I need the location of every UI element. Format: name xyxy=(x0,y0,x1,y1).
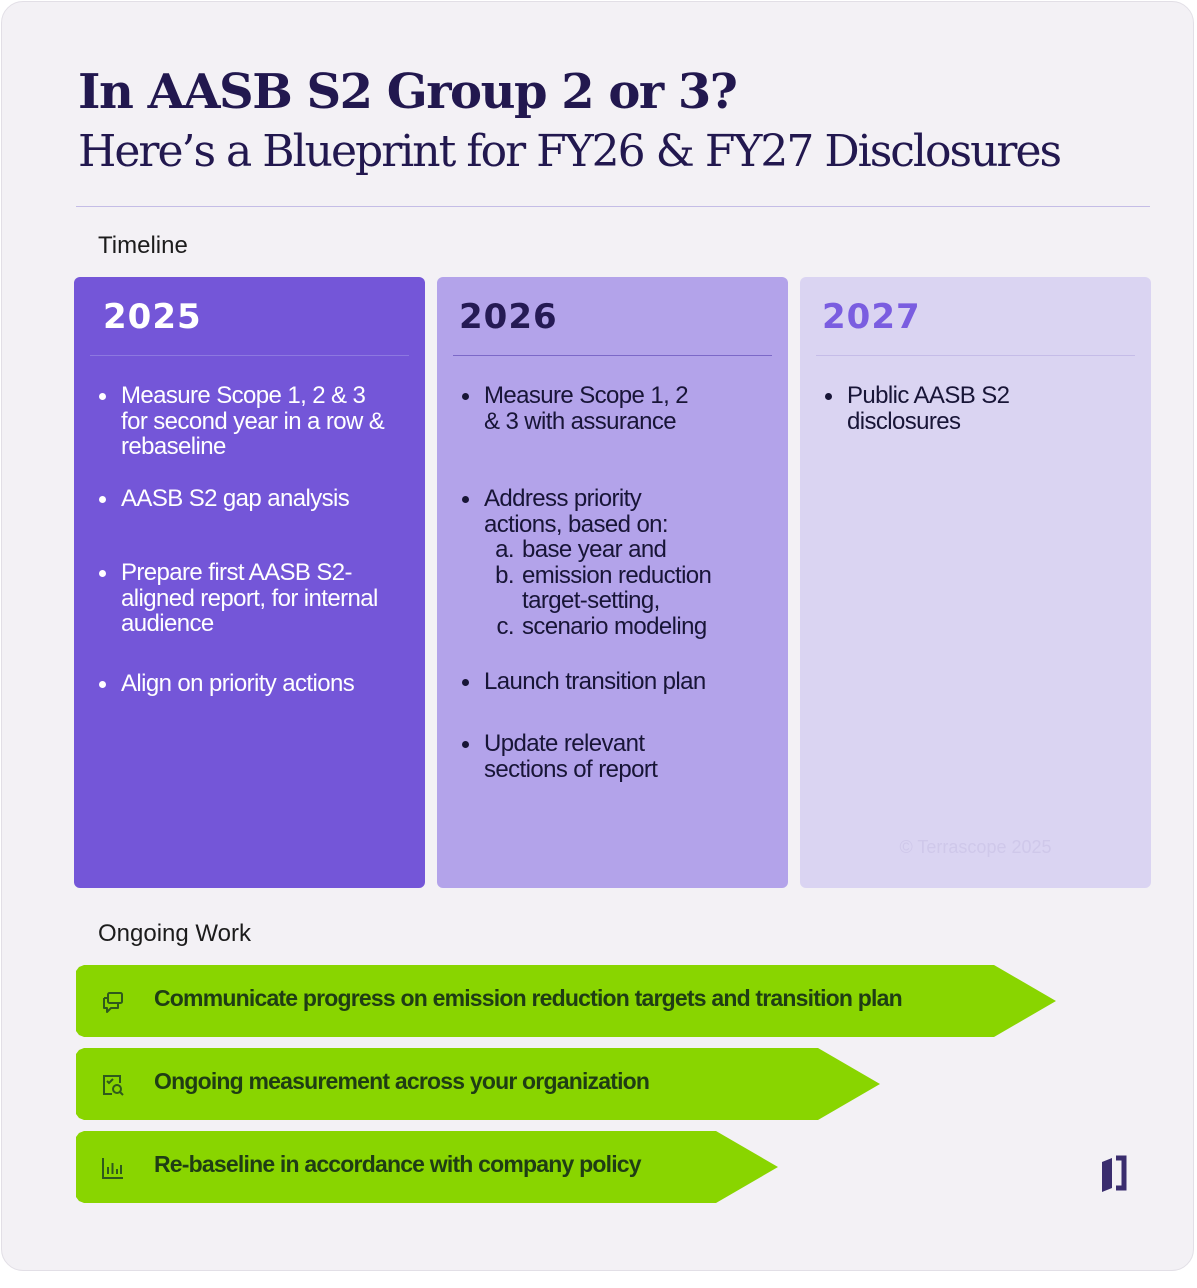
list-item: Measure Scope 1, 2 & 3 for second year i… xyxy=(99,383,395,460)
copyright-watermark: © Terrascope 2025 xyxy=(899,837,1052,857)
sub-list-item: c.scenario modeling xyxy=(496,612,708,640)
sub-list-item: b.emission reduction target-setting, xyxy=(495,561,712,614)
column-divider xyxy=(816,355,1135,356)
list-item-text: Address priority actions, based on: xyxy=(484,485,669,538)
ongoing-work-text: Communicate progress on emission reducti… xyxy=(154,985,903,1011)
year-heading: 2025 xyxy=(103,297,202,337)
bar-chart-icon xyxy=(102,1158,123,1179)
year-heading: 2027 xyxy=(822,297,921,337)
sub-list: a.base year and b.emission reduction tar… xyxy=(484,537,718,639)
list-item: Measure Scope 1, 2 & 3 with assurance xyxy=(462,383,708,434)
checklist-search-icon xyxy=(103,1075,124,1096)
ongoing-work-text: Ongoing measurement across your organiza… xyxy=(154,1068,650,1094)
list-item: Address priority actions, based on: a.ba… xyxy=(462,485,718,639)
column-divider xyxy=(453,355,772,356)
list-item: Align on priority actions xyxy=(99,671,405,697)
title-line-2: Here’s a Blueprint for FY26 & FY27 Discl… xyxy=(78,126,1062,177)
ongoing-work-arrow: Ongoing measurement across your organiza… xyxy=(76,1048,880,1120)
timeline-label: Timeline xyxy=(98,232,188,259)
ongoing-work-arrow: Communicate progress on emission reducti… xyxy=(76,965,1056,1037)
terrascope-logo-icon xyxy=(1102,1155,1127,1192)
timeline-column-2025: 2025 Measure Scope 1, 2 & 3 for second y… xyxy=(74,277,425,888)
ongoing-work-label: Ongoing Work xyxy=(98,920,251,947)
ongoing-work-text: Re-baseline in accordance with company p… xyxy=(154,1151,642,1177)
list-item: AASB S2 gap analysis xyxy=(99,486,405,512)
title-divider xyxy=(76,206,1150,207)
list-item: Prepare first AASB S2-aligned report, fo… xyxy=(99,560,385,637)
chat-bubbles-icon xyxy=(103,992,123,1013)
sub-list-item: a.base year and xyxy=(495,536,667,563)
list-item: Public AASB S2 disclosures xyxy=(825,383,1031,434)
timeline-column-2026: 2026 Measure Scope 1, 2 & 3 with assuran… xyxy=(437,277,788,888)
column-divider xyxy=(90,355,409,356)
ongoing-work-arrow: Re-baseline in accordance with company p… xyxy=(76,1131,778,1203)
title-line-1: In AASB S2 Group 2 or 3? xyxy=(78,64,738,120)
list-item: Update relevant sections of report xyxy=(462,731,698,782)
year-heading: 2026 xyxy=(459,297,558,337)
list-item: Launch transition plan xyxy=(462,669,768,695)
timeline-column-2027: 2027 Public AASB S2 disclosures © Terras… xyxy=(800,277,1151,888)
page-title: In AASB S2 Group 2 or 3? Here’s a Bluepr… xyxy=(78,62,1062,182)
